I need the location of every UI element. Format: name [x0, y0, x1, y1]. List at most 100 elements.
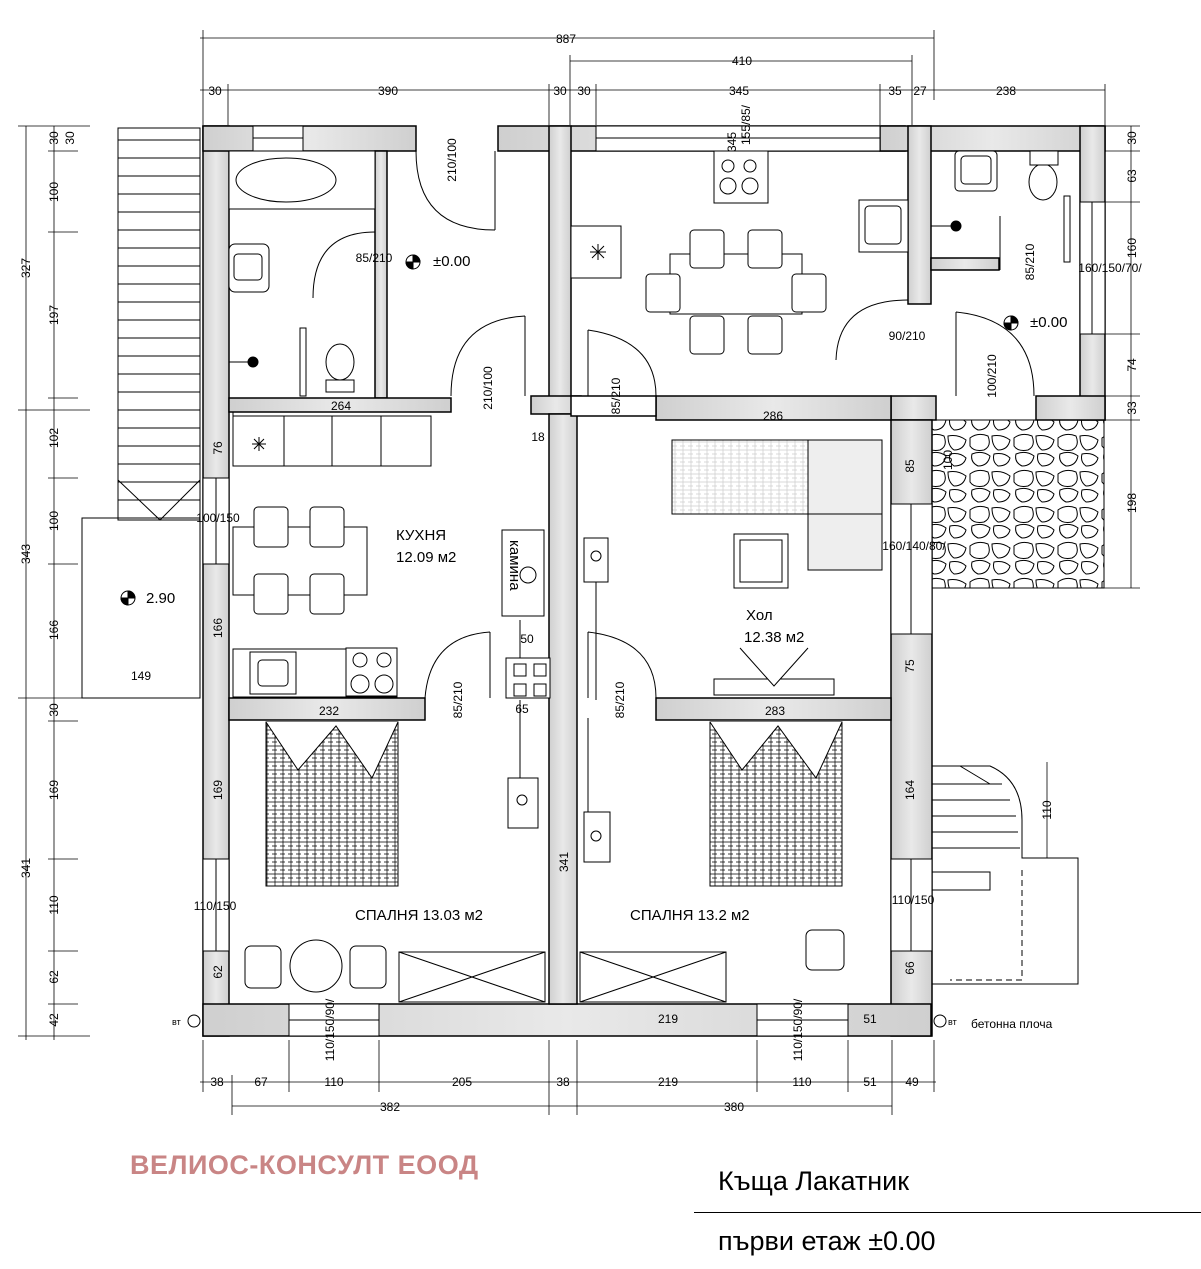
dim-top-window: 345	[725, 132, 739, 152]
left-dimensions	[18, 125, 90, 1040]
floor-title: първи етаж ±0.00	[718, 1226, 936, 1256]
dim-right-6: 198	[1125, 493, 1139, 513]
window-bedroom-left: 110/150	[194, 899, 237, 913]
dim-341: 341	[557, 852, 571, 872]
dim-top-8: 238	[996, 84, 1016, 98]
dim-left-12: 42	[47, 1013, 61, 1027]
dim-right-2: 63	[1125, 169, 1139, 183]
dim-top-5: 345	[729, 84, 749, 98]
right-dimensions	[1046, 125, 1140, 858]
window-bottom-right: 110/150/90/	[791, 998, 805, 1061]
dim-bot-6: 219	[658, 1075, 678, 1089]
dim-chimney-65: 65	[515, 702, 529, 716]
living-area: 12.38 м2	[744, 629, 804, 646]
dimension-labels: 887 410 30 390 30 30 345 35 27 238 38 67…	[19, 32, 1139, 1114]
dim-left-total-1: 327	[19, 258, 33, 278]
dim-kitchen-top: 264	[331, 399, 351, 413]
dim-right-4: 74	[1125, 358, 1139, 372]
dim-left-7: 166	[47, 620, 61, 640]
project-title: Къща Лакатник	[718, 1166, 910, 1196]
dim-left-3: 100	[47, 182, 61, 202]
fireplace-label: камина	[506, 540, 523, 591]
dim-51: 51	[863, 1012, 877, 1026]
dim-bot-9: 49	[905, 1075, 919, 1089]
dim-166: 166	[211, 618, 225, 638]
window-kitchen: 100/150	[196, 511, 240, 525]
dim-left-total-3: 341	[19, 858, 33, 878]
dim-right-7: 110	[1040, 800, 1054, 819]
top-dimensions	[200, 30, 1106, 125]
door-wc-inner: 85/210	[1023, 243, 1037, 280]
dim-left-8: 30	[47, 703, 61, 717]
dim-bot-7: 110	[792, 1075, 811, 1089]
downpipe-left: вт	[172, 1017, 181, 1027]
dim-landing: 149	[131, 669, 151, 683]
company-name: ВЕЛИОС-КОНСУЛТ ЕООД	[130, 1150, 479, 1180]
dim-left-1: 30	[47, 131, 61, 145]
small-labels: бетонна плоча вт вт 264 232 286 283 149 …	[131, 104, 1142, 1061]
dim-left-9: 169	[47, 780, 61, 800]
dim-164: 164	[903, 780, 917, 800]
window-bottom-left: 110/150/90/	[323, 998, 337, 1061]
stone-paving	[931, 419, 1105, 589]
door-corridor: 210/100	[481, 366, 495, 410]
dim-chimney-50: 50	[520, 632, 534, 646]
dim-bot-1: 38	[210, 1075, 224, 1089]
dim-85: 85	[903, 459, 917, 473]
door-side: 100/210	[985, 354, 999, 398]
dim-top-window2: 155/85/	[739, 104, 753, 145]
stair-landing	[81, 517, 201, 699]
dim-bot-3: 110	[324, 1075, 343, 1089]
dim-left-4: 197	[47, 305, 61, 325]
dim-left-11: 62	[47, 970, 61, 984]
window-wc: 160/150/70/	[1078, 261, 1142, 275]
furniture	[228, 150, 1071, 1003]
dim-living-bottom: 283	[765, 704, 785, 718]
windows	[202, 125, 1106, 1037]
dim-right-group: 410	[732, 54, 752, 68]
dim-right-5: 33	[1125, 401, 1139, 415]
dim-bot-total-1: 382	[380, 1100, 400, 1114]
level-bath: ±0.00	[433, 253, 470, 270]
dim-right-3: 160	[1125, 238, 1139, 258]
bedroom-left-label: СПАЛНЯ 13.03 м2	[355, 907, 483, 924]
dim-top-3: 30	[553, 84, 567, 98]
dim-left-2: 30	[63, 131, 77, 145]
living-name: Хол	[746, 607, 773, 624]
dim-75: 75	[903, 659, 917, 673]
dim-bot-2: 67	[254, 1075, 268, 1089]
dim-66: 66	[903, 961, 917, 975]
dim-stone-100: 100	[941, 450, 955, 470]
window-bedroom-right: 110/150	[892, 893, 935, 907]
doors	[232, 150, 1035, 699]
dim-left-5: 102	[47, 428, 61, 448]
dim-top-4: 30	[577, 84, 591, 98]
dim-bot-total-2: 380	[724, 1100, 744, 1114]
dim-overall: 887	[556, 32, 576, 46]
dim-living-top: 286	[763, 409, 783, 423]
door-bath: 85/210	[356, 251, 393, 265]
dim-left-10: 110	[47, 895, 61, 914]
dim-18: 18	[531, 430, 545, 444]
dim-left-6: 100	[47, 511, 61, 531]
kitchen-area: 12.09 м2	[396, 549, 456, 566]
labels: КУХНЯ 12.09 м2 Хол 12.38 м2 СПАЛНЯ 13.03…	[146, 253, 1067, 924]
level-landing: 2.90	[146, 590, 175, 607]
level-markers	[120, 254, 1019, 1028]
window-living: 160/140/80/	[882, 539, 946, 553]
door-wc: 90/210	[889, 329, 926, 343]
level-wc: ±0.00	[1030, 314, 1067, 331]
door-bedroom-right: 85/210	[613, 681, 627, 718]
door-hall: 85/210	[609, 377, 623, 414]
dim-62: 62	[211, 965, 225, 979]
title-divider	[694, 1212, 1201, 1213]
dim-bot-5: 38	[556, 1075, 570, 1089]
right-stair	[932, 765, 1079, 985]
dim-top-2: 390	[378, 84, 398, 98]
dim-169: 169	[211, 780, 225, 800]
dim-kitchen-bottom: 232	[319, 704, 339, 718]
dim-bot-8: 51	[863, 1075, 877, 1089]
dim-top-6: 35	[888, 84, 902, 98]
bedroom-right-label: СПАЛНЯ 13.2 м2	[630, 907, 750, 924]
